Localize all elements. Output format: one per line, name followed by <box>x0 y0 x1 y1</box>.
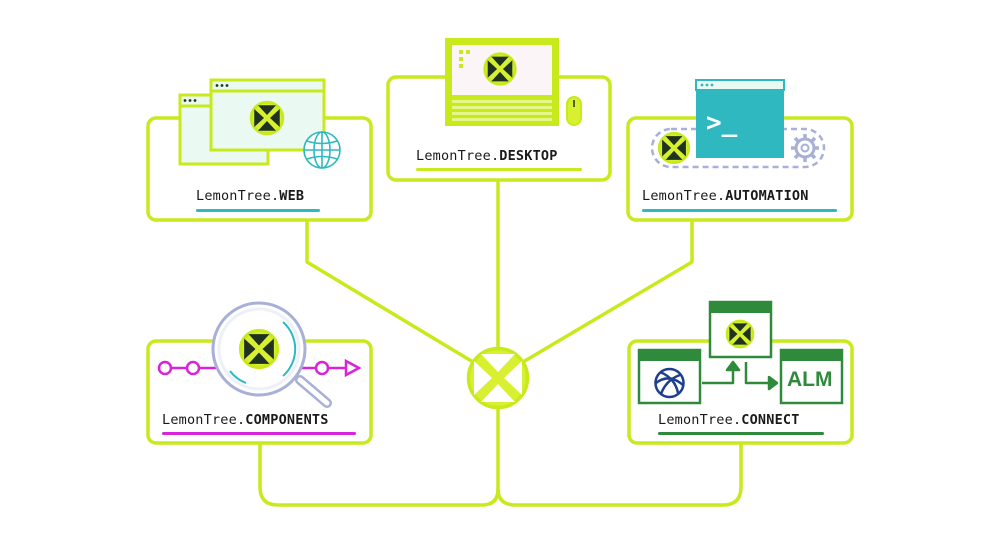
magnifier-icon <box>211 301 332 408</box>
terminal-prompt: >_ <box>706 108 738 138</box>
laptop-icon <box>445 38 559 126</box>
lemontree-window-icon <box>708 300 773 359</box>
component-chain-icon <box>157 358 362 378</box>
alm-badge-label: ALM <box>787 368 833 391</box>
browser-windows-icon <box>178 78 326 166</box>
underline-connect <box>658 432 824 435</box>
connector-web <box>305 218 475 364</box>
sync-arrows <box>702 360 779 391</box>
card-web <box>146 78 373 222</box>
label-prefix: LemonTree. <box>658 412 742 428</box>
central-hub-logo <box>466 346 530 410</box>
label-product-name: COMPONENTS <box>245 412 329 428</box>
label-components: LemonTree.COMPONENTS <box>162 412 329 428</box>
card-components <box>146 301 373 445</box>
gear-icon <box>791 134 819 162</box>
card-desktop <box>386 38 612 182</box>
label-connect: LemonTree.CONNECT <box>658 412 800 428</box>
underline-desktop <box>416 168 582 171</box>
label-prefix: LemonTree. <box>416 148 500 164</box>
connector-automation <box>521 218 694 364</box>
connector-lines <box>258 178 743 507</box>
card-connect <box>627 300 854 445</box>
label-product-name: AUTOMATION <box>725 188 809 204</box>
label-automation: LemonTree.AUTOMATION <box>642 188 809 204</box>
lemontree-small-logo <box>657 131 691 165</box>
label-product-name: DESKTOP <box>499 148 558 164</box>
label-product-name: WEB <box>279 188 305 204</box>
underline-web <box>196 209 320 212</box>
connector-connect <box>496 441 743 507</box>
label-desktop: LemonTree.DESKTOP <box>416 148 558 164</box>
terminal-icon: >_ <box>695 79 785 158</box>
label-web: LemonTree.WEB <box>196 188 304 204</box>
label-prefix: LemonTree. <box>162 412 246 428</box>
label-product-name: CONNECT <box>741 412 800 428</box>
label-prefix: LemonTree. <box>642 188 726 204</box>
mouse-icon <box>566 96 582 126</box>
alm-window-icon <box>779 348 844 405</box>
card-automation: >_ <box>626 79 854 222</box>
underline-components <box>162 432 356 435</box>
underline-automation <box>642 209 837 212</box>
source-tool-window-icon <box>637 348 702 405</box>
globe-icon <box>303 131 341 169</box>
label-prefix: LemonTree. <box>196 188 280 204</box>
